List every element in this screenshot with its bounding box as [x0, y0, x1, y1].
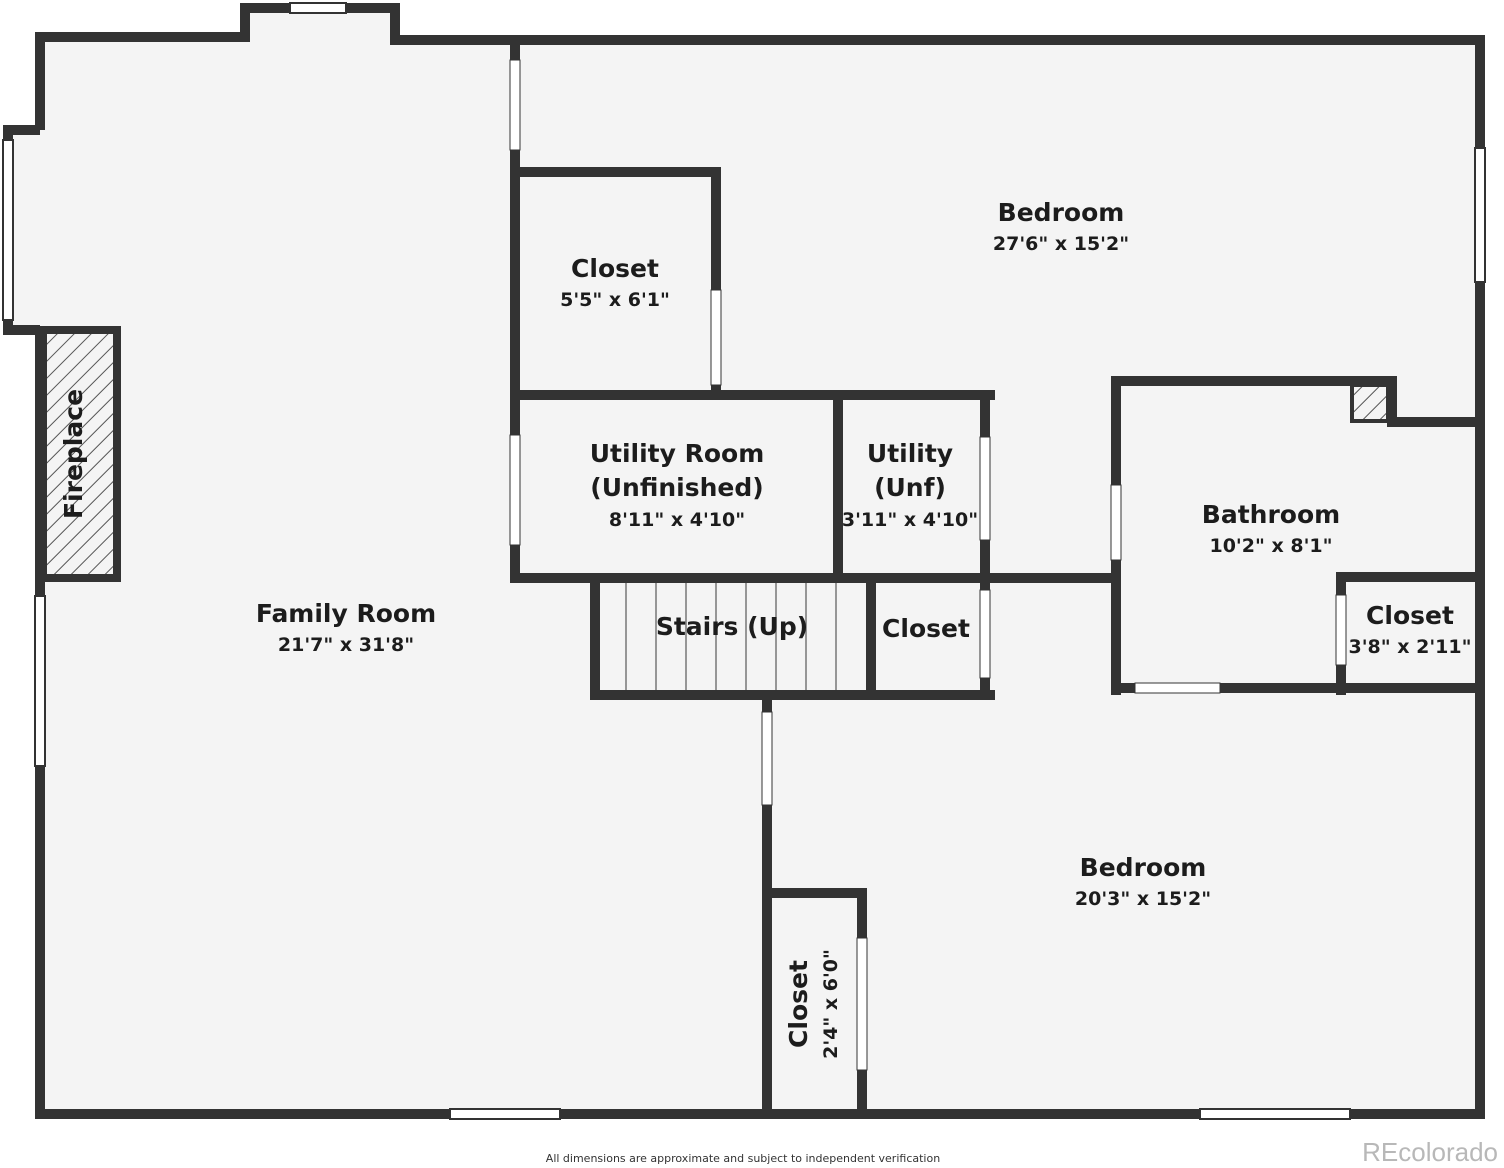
- bathroom-name: Bathroom: [1202, 500, 1340, 529]
- closet-mid-name: Closet: [882, 614, 970, 643]
- bathroom-dims: 10'2" x 8'1": [1209, 535, 1332, 557]
- door-openings: [509, 59, 1347, 1071]
- closet-top-dims: 5'5" x 6'1": [560, 289, 670, 311]
- utility-unf-dims: 3'11" x 4'10": [842, 509, 978, 531]
- closet-top-name: Closet: [571, 254, 659, 283]
- utility-unf-name-line1: Utility: [867, 439, 953, 468]
- bedroom-top-dims: 27'6" x 15'2": [993, 233, 1129, 255]
- fireplace-label: Fireplace: [59, 389, 88, 519]
- windows: [2, 2, 1486, 1120]
- fireplace: [39, 326, 121, 582]
- bedroom-bottom-name: Bedroom: [1080, 853, 1207, 882]
- utility-room-name-line1: Utility Room: [590, 439, 765, 468]
- family-room-dims: 21'7" x 31'8": [278, 634, 414, 656]
- closet-bottom-name: Closet: [784, 960, 813, 1048]
- utility-room-name-line2: (Unfinished): [590, 473, 763, 502]
- family-room-name: Family Room: [256, 599, 436, 628]
- bedroom-top-name: Bedroom: [998, 198, 1125, 227]
- floor-area: [8, 8, 1480, 1114]
- utility-unf-name-line2: (Unf): [874, 473, 946, 502]
- stair-treads: [625, 583, 837, 690]
- brand-watermark: REcolorado: [1362, 1137, 1498, 1167]
- closet-bottom-dims: 2'4" x 6'0": [820, 949, 842, 1059]
- closet-bath-dims: 3'8" x 2'11": [1348, 636, 1471, 658]
- utility-room-dims: 8'11" x 4'10": [609, 509, 745, 531]
- stairs-name: Stairs (Up): [656, 612, 808, 641]
- vent-block: [1350, 383, 1390, 423]
- closet-bath-name: Closet: [1366, 601, 1454, 630]
- bedroom-bottom-dims: 20'3" x 15'2": [1075, 888, 1211, 910]
- disclaimer-note: All dimensions are approximate and subje…: [545, 1152, 941, 1165]
